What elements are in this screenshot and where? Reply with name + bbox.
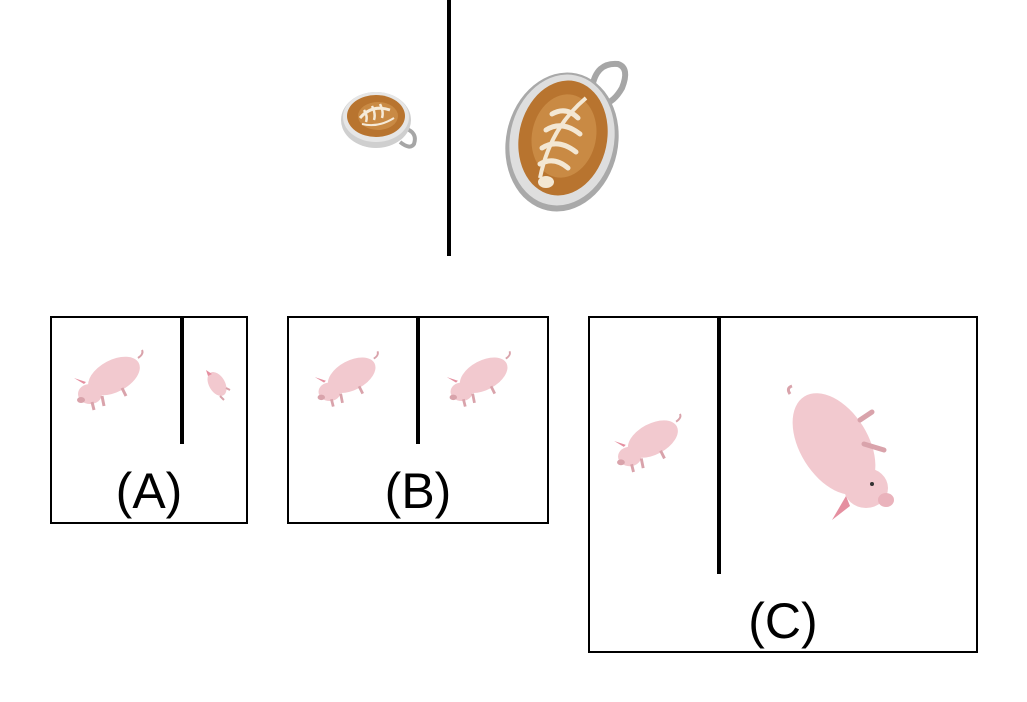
coffee-cup-small-icon	[341, 92, 417, 149]
option-b-label: (B)	[384, 463, 452, 519]
pig-icon	[206, 370, 231, 401]
pig-icon	[74, 349, 144, 411]
example-row	[0, 0, 1027, 260]
example-divider	[447, 0, 451, 256]
option-c-label: (C)	[748, 593, 818, 649]
option-a-panel[interactable]: (A)	[50, 316, 248, 524]
option-b-panel[interactable]: (B)	[287, 316, 549, 524]
option-a-label: (A)	[115, 463, 183, 519]
option-b-divider	[416, 318, 420, 444]
option-c-panel[interactable]: (C)	[588, 316, 978, 653]
coffee-cup-large-icon	[505, 60, 629, 212]
pig-icon	[314, 350, 379, 407]
pig-icon	[446, 350, 511, 407]
pig-icon	[786, 384, 894, 520]
option-c-divider	[717, 318, 721, 574]
pig-icon	[614, 413, 682, 473]
option-a-divider	[180, 318, 184, 444]
